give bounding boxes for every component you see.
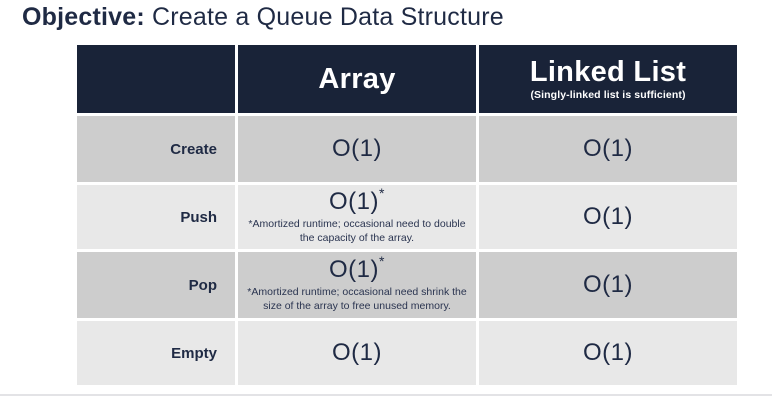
table-header-corner-cell (77, 45, 235, 113)
bottom-divider (0, 394, 772, 396)
linked-list-column-title: Linked List (529, 56, 687, 89)
linked-list-column-subtitle: (Singly-linked list is sufficient) (530, 88, 686, 101)
empty-linked-list-complexity: O(1) (583, 338, 633, 366)
page-title-keyword: Objective: (22, 3, 145, 31)
push-array-cell: O(1)* *Amortized runtime; occasional nee… (238, 185, 476, 249)
complexity-value: O(1) (329, 256, 380, 284)
row-label-push: Push (77, 185, 235, 249)
create-linked-list-complexity: O(1) (583, 134, 633, 162)
create-linked-list-cell: O(1) (479, 116, 737, 182)
push-array-note: *Amortized runtime; occasional need to d… (248, 217, 466, 244)
complexity-value: O(1) (329, 188, 380, 216)
complexity-value: O(1) (332, 134, 382, 162)
empty-array-cell: O(1) (238, 321, 476, 385)
complexity-table: Array Linked List (Singly-linked list is… (77, 45, 737, 385)
table-header-array: Array (238, 45, 476, 113)
row-label-create: Create (77, 116, 235, 182)
row-label-empty: Empty (77, 321, 235, 385)
complexity-value: O(1) (332, 338, 382, 366)
row-label-pop: Pop (77, 252, 235, 318)
pop-array-complexity: O(1)* (329, 254, 385, 284)
pop-array-cell: O(1)* *Amortized runtime; occasional nee… (238, 252, 476, 318)
page-title: Objective: Create a Queue Data Structure (22, 3, 504, 32)
push-array-complexity: O(1)* (329, 186, 385, 216)
pop-linked-list-complexity: O(1) (583, 270, 633, 298)
page-title-text: Create a Queue Data Structure (144, 3, 504, 31)
pop-array-note: *Amortized runtime; occasional need shri… (247, 285, 467, 312)
array-column-title: Array (318, 62, 396, 95)
create-array-cell: O(1) (238, 116, 476, 182)
complexity-asterisk: * (379, 253, 385, 270)
pop-linked-list-cell: O(1) (479, 252, 737, 318)
push-linked-list-complexity: O(1) (583, 202, 633, 230)
push-linked-list-cell: O(1) (479, 185, 737, 249)
create-array-complexity: O(1) (332, 134, 382, 162)
complexity-asterisk: * (379, 185, 385, 202)
table-header-linked-list: Linked List (Singly-linked list is suffi… (479, 45, 737, 113)
empty-array-complexity: O(1) (332, 338, 382, 366)
empty-linked-list-cell: O(1) (479, 321, 737, 385)
